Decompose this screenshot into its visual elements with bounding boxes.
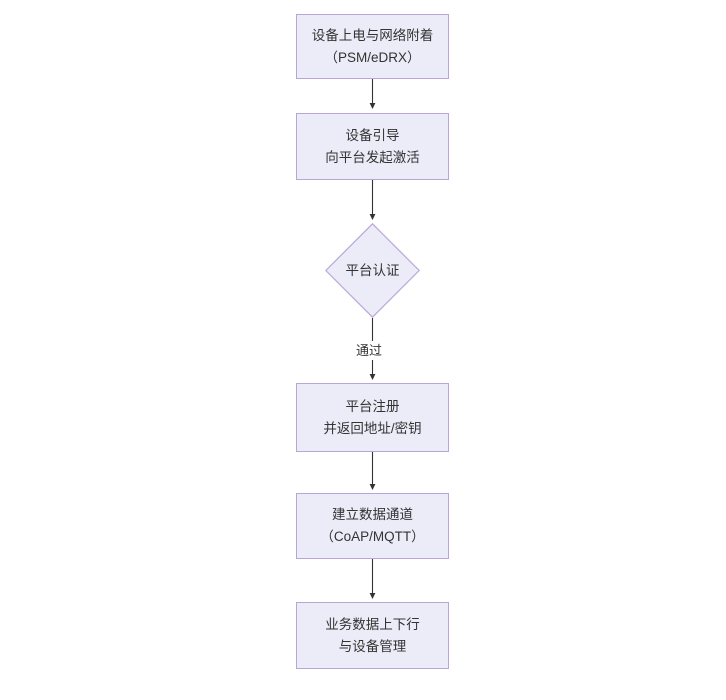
node-label-line: 平台注册 [345, 398, 400, 414]
node-label-line: （CoAP/MQTT） [320, 529, 425, 544]
node-label-line: 向平台发起激活 [325, 149, 420, 165]
node-label-line: 业务数据上下行 [325, 616, 420, 632]
node-device-power-on[interactable]: 设备上电与网络附着 （PSM/eDRX） [296, 14, 449, 79]
node-label-line: 与设备管理 [338, 638, 407, 654]
node-label-line: 并返回地址/密钥 [323, 420, 422, 436]
node-business-data-and-device-management[interactable]: 业务数据上下行 与设备管理 [296, 602, 449, 669]
node-label-line: 平台认证 [345, 262, 400, 278]
node-platform-authentication[interactable]: 平台认证 [325, 223, 420, 318]
node-platform-registration[interactable]: 平台注册 并返回地址/密钥 [296, 383, 449, 452]
diamond-shape-icon [325, 223, 420, 318]
node-establish-data-channel[interactable]: 建立数据通道 （CoAP/MQTT） [296, 493, 449, 559]
node-label-line: 设备引导 [345, 127, 400, 143]
node-label: 平台认证 [325, 223, 420, 318]
node-label-line: 建立数据通道 [332, 507, 413, 522]
node-device-bootstrap[interactable]: 设备引导 向平台发起激活 [296, 113, 449, 180]
node-label-line: （PSM/eDRX） [324, 49, 421, 65]
edge-label-pass: 通过 [353, 341, 386, 360]
node-label-line: 设备上电与网络附着 [311, 27, 434, 43]
